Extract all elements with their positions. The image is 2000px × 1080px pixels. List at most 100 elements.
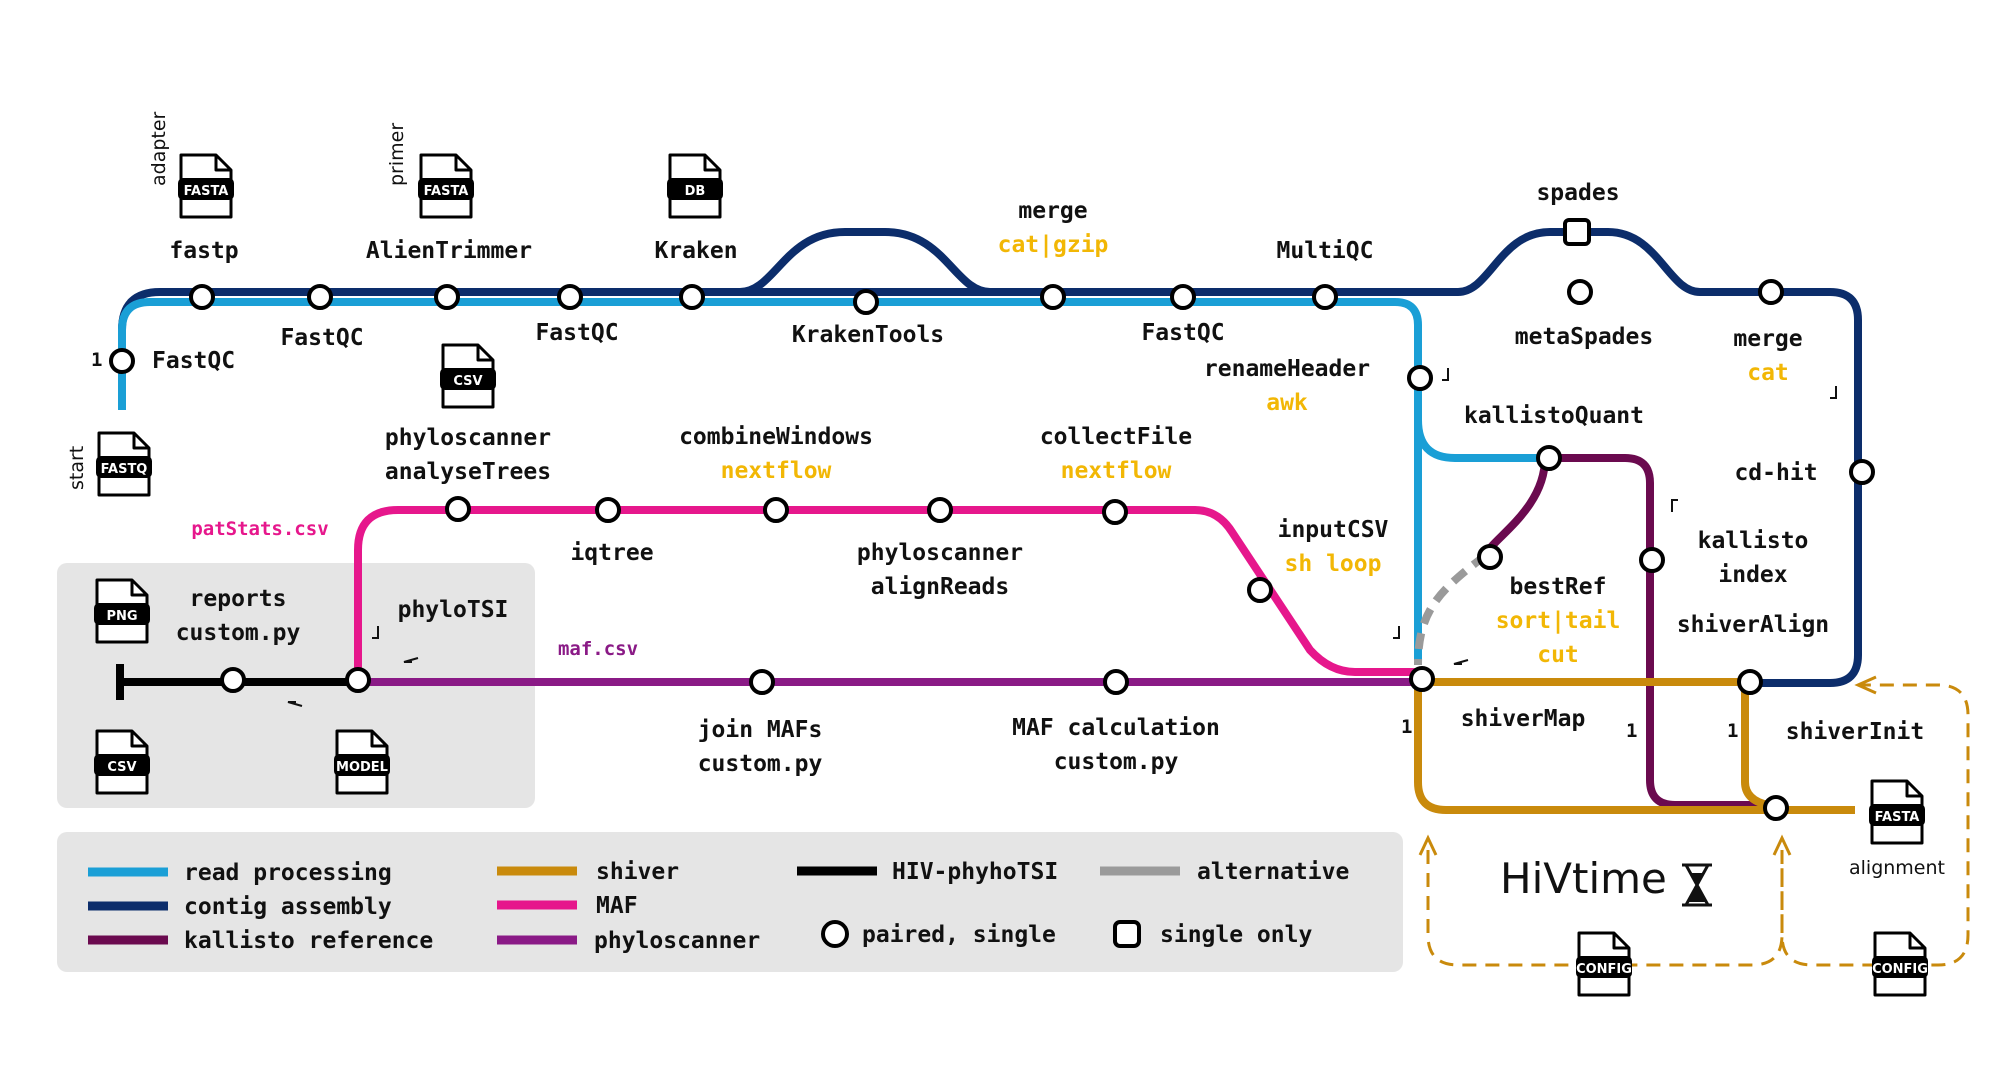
svg-text:primer: primer (386, 123, 408, 186)
label-renameheader-tool: awk (1266, 390, 1308, 416)
svg-text:HiVtime: HiVtime (1500, 854, 1667, 903)
svg-text:DB: DB (685, 184, 706, 199)
label-fastqc-4: FastQC (1141, 320, 1224, 346)
station-shivermap (1409, 666, 1435, 692)
label-bestref: bestRef (1510, 574, 1607, 600)
label-maf-calc-tool: custom.py (1054, 749, 1179, 775)
label-metaspades: metaSpades (1515, 324, 1653, 350)
label-fastqc-1: FastQC (152, 348, 235, 374)
file-alignment-fasta: FASTA alignment (1849, 779, 1945, 879)
svg-text:CSV: CSV (107, 760, 136, 775)
shiverinit-box (1780, 683, 1970, 967)
file-reports-csv: CSV (94, 729, 150, 795)
label-fastp: fastp (169, 238, 238, 264)
station-merge-1 (1040, 284, 1066, 310)
tick-phylotsi-2 (403, 657, 419, 663)
station-fastqc-1 (109, 348, 135, 374)
station-fastp (189, 284, 215, 310)
label-spades: spades (1536, 180, 1619, 206)
line-maf (354, 506, 1418, 682)
legend-maf: MAF (596, 893, 638, 919)
line-alternative (1414, 551, 1489, 666)
branch-mark-shiverinit: 1 (1727, 720, 1738, 742)
label-multiqc: MultiQC (1277, 238, 1374, 264)
svg-text:alignment: alignment (1849, 857, 1945, 879)
legend-alternative: alternative (1197, 859, 1349, 885)
label-fastqc-2: FastQC (280, 325, 363, 351)
label-collectfile-tool: nextflow (1061, 458, 1172, 484)
label-phylo-analyse-1: phyloscanner (385, 425, 551, 451)
tick-kallisto-index (1671, 499, 1678, 512)
label-combinewindows-tool: nextflow (721, 458, 832, 484)
tick-renameheader (1442, 368, 1449, 381)
station-join-mafs (749, 669, 775, 695)
svg-text:adapter: adapter (148, 111, 170, 186)
label-renameheader: renameHeader (1204, 356, 1370, 382)
label-kraken: Kraken (654, 238, 737, 264)
line-shiver (1414, 678, 1855, 814)
station-bestref (1477, 544, 1503, 570)
branch-mark-bestref: 1 (1626, 720, 1637, 742)
branch-mark-start: 1 (91, 349, 102, 371)
branch-mark-shivermap: 1 (1401, 716, 1412, 738)
svg-text:start: start (66, 446, 88, 490)
label-phylo-align-2: alignReads (871, 574, 1009, 600)
station-multiqc (1312, 284, 1338, 310)
file-primer-fasta: FASTA primer (386, 123, 474, 219)
station-fastqc-3 (557, 284, 583, 310)
svg-text:CONFIG: CONFIG (1576, 962, 1632, 977)
station-inputcsv (1247, 577, 1273, 603)
svg-text:MODEL: MODEL (336, 760, 388, 775)
label-merge-1: merge (1018, 198, 1087, 224)
label-bestref-tool-1: sort|tail (1496, 608, 1621, 634)
label-maf-csv: maf.csv (558, 638, 638, 660)
station-collectfile (1102, 499, 1128, 525)
label-inputcsv-tool: sh loop (1285, 551, 1382, 577)
file-reports-png: PNG (94, 578, 150, 644)
station-cdhit (1849, 459, 1875, 485)
hivtime-title: HiVtime (1500, 854, 1712, 907)
svg-text:FASTA: FASTA (184, 184, 229, 199)
svg-text:PNG: PNG (106, 609, 137, 624)
label-kallisto-index-2: index (1718, 562, 1787, 588)
label-merge-2-tool: cat (1747, 360, 1789, 386)
station-kraken (679, 284, 705, 310)
tick-shivermap (1453, 659, 1469, 665)
label-maf-calc: MAF calculation (1012, 715, 1220, 741)
station-shiveralign (1737, 669, 1763, 695)
svg-text:FASTQ: FASTQ (101, 462, 148, 477)
label-shivermap: shiverMap (1461, 706, 1586, 732)
station-merge-2 (1758, 279, 1784, 305)
label-cdhit: cd-hit (1734, 460, 1817, 486)
file-kraken-db: DB (667, 153, 723, 219)
station-kallisto-index (1639, 547, 1665, 573)
label-patstats: patStats.csv (191, 518, 328, 540)
station-metaspades (1567, 279, 1593, 305)
svg-text:CSV: CSV (453, 374, 482, 389)
label-kallistoquant: kallistoQuant (1464, 403, 1644, 429)
label-phylotsi: phyloTSI (398, 597, 509, 623)
station-phylotsi (345, 667, 371, 693)
file-config-2: CONFIG (1872, 931, 1928, 997)
svg-text:FASTA: FASTA (1875, 810, 1920, 825)
shiverinit-arrow (1854, 675, 1877, 695)
station-kallistoquant (1536, 445, 1562, 471)
file-adapter-fasta: FASTA adapter (148, 111, 234, 219)
tick-merge2 (1830, 386, 1837, 399)
label-kallisto-index-1: kallisto (1698, 528, 1809, 554)
legend-hiv-phylotsi: HIV-phyhoTSI (892, 859, 1058, 885)
tick-phylotsi (372, 626, 379, 639)
legend: read processing contig assembly kallisto… (88, 859, 1349, 954)
tick-inputcsv (1393, 626, 1400, 639)
legend-paired-single: paired, single (862, 922, 1056, 948)
legend-panel (57, 832, 1403, 972)
file-start-fastq: FASTQ start (66, 431, 152, 497)
legend-single-only: single only (1160, 922, 1312, 948)
label-inputcsv: inputCSV (1278, 517, 1389, 543)
label-reports-tool: custom.py (176, 620, 301, 646)
legend-shiver: shiver (596, 859, 679, 885)
station-spades (1563, 218, 1591, 246)
file-csv-top: CSV (440, 343, 496, 409)
station-krakentools (853, 289, 879, 315)
